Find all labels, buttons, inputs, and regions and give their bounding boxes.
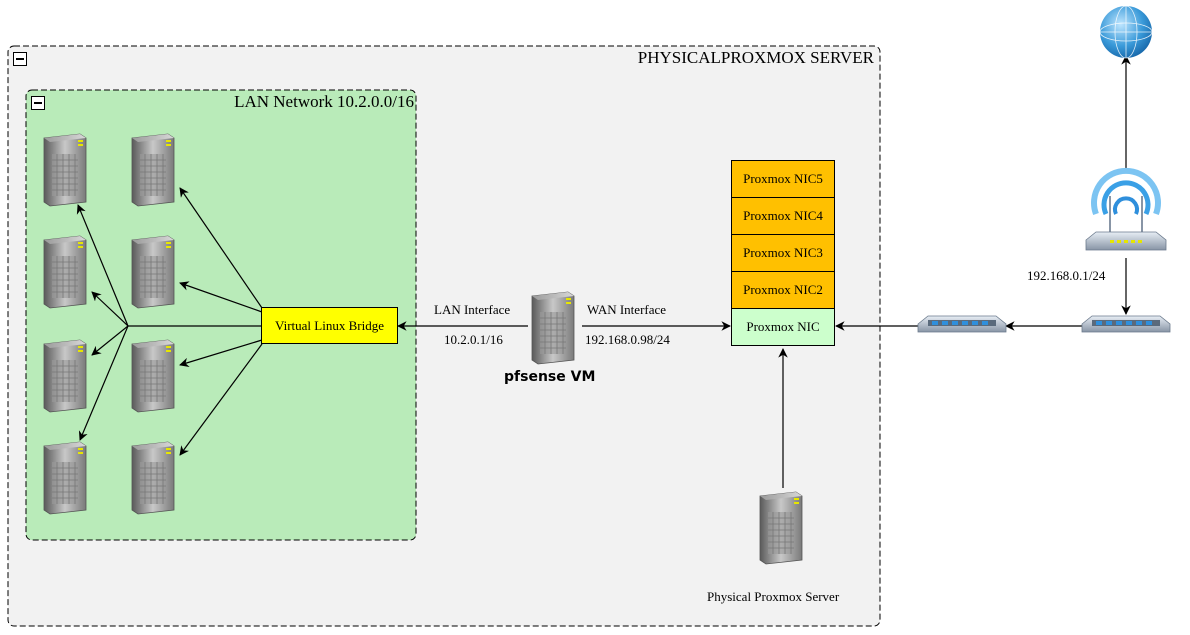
lan-network-group [25,89,417,541]
server-icon [759,491,803,565]
edge-hub-to-server-5 [91,325,129,356]
wifi-router-icon [1085,167,1167,251]
server-icon [131,133,175,207]
physical-proxmox-server-label: Physical Proxmox Server [707,589,840,604]
collapse-lan-network-button[interactable] [31,96,45,110]
network-switch-icon [1081,315,1171,333]
edge-hub-to-server-7 [78,325,129,441]
nic-node-5: Proxmox NIC5 [731,160,835,198]
server-icon [43,441,87,515]
lan-ip-label: 10.2.0.1/16 [444,332,503,347]
server-icon [43,133,87,207]
router-ip-label: 192.168.0.1/24 [1027,268,1106,283]
edge-bridge-to-server-6 [179,339,263,368]
pfsense-vm-label: pfsense VM [504,369,596,385]
edge-bridge-to-server-4 [179,281,263,313]
server-icon [131,235,175,309]
lan-network-group-title: LAN Network 10.2.0.0/16 [234,92,414,111]
server-icon [43,339,87,413]
server-icon [531,291,575,365]
server-icon [43,235,87,309]
edge-bridge-to-server-2 [179,187,263,309]
nic-node-main: Proxmox NIC [731,308,835,346]
edge-hub-to-server-3 [91,291,129,327]
lan-interface-label: LAN Interface [434,302,511,317]
server-icon [131,441,175,515]
wan-ip-label: 192.168.0.98/24 [585,332,670,347]
network-switch-icon [917,315,1007,333]
virtual-linux-bridge-node: Virtual Linux Bridge [261,307,398,344]
collapse-physical-server-button[interactable] [13,52,27,66]
edge-hub-to-server-1 [76,204,129,327]
nic-node-2: Proxmox NIC2 [731,271,835,309]
edge-bridge-to-server-8 [179,343,263,456]
server-icon [131,339,175,413]
physical-server-group-title: PHYSICALPROXMOX SERVER [637,48,874,67]
wan-interface-label: WAN Interface [587,302,667,317]
nic-node-4: Proxmox NIC4 [731,197,835,235]
nic-node-3: Proxmox NIC3 [731,234,835,272]
globe-icon [1099,5,1153,59]
